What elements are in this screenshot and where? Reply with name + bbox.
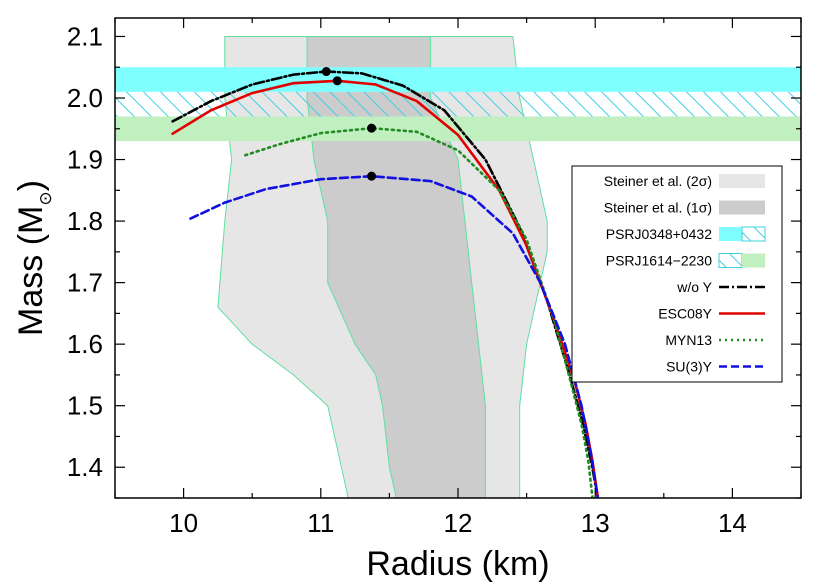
max-point-esc08y xyxy=(332,76,342,86)
legend: Steiner et al. (2σ) Steiner et al. (1σ) PS… xyxy=(571,165,783,383)
x-tick-label: 12 xyxy=(444,508,473,538)
max-point-myn13 xyxy=(367,123,377,133)
x-tick-label: 11 xyxy=(307,508,334,538)
y-tick-label: 1.7 xyxy=(67,268,103,298)
legend-swatch xyxy=(742,253,765,268)
x-tick-label: 14 xyxy=(718,508,747,538)
legend-label: w/o Y xyxy=(676,279,712,295)
legend-label: Steiner et al. (1σ) xyxy=(604,200,712,216)
svg-text:Mass (M⊙): Mass (M⊙) xyxy=(12,180,55,336)
plot-area xyxy=(115,36,801,498)
y-tick-label: 2.0 xyxy=(67,83,103,113)
y-tick-label: 1.9 xyxy=(67,145,103,175)
y-tick-label: 2.1 xyxy=(67,21,103,51)
y-tick-label: 1.6 xyxy=(67,329,103,359)
max-point-w-o-y xyxy=(321,67,331,77)
y-axis-label: Mass (M⊙) xyxy=(12,180,55,336)
x-axis-label: Radius (km) xyxy=(366,545,549,583)
legend-label: MYN13 xyxy=(665,332,712,348)
legend-box xyxy=(571,165,783,383)
y-axis-label-close: ) xyxy=(12,180,50,191)
legend-label: Steiner et al. (2σ) xyxy=(604,173,712,189)
legend-label: ESC08Y xyxy=(658,306,712,322)
y-axis-label-text: Mass (M xyxy=(12,206,50,336)
region-steiner-1sigma xyxy=(306,36,486,498)
y-tick-label: 1.5 xyxy=(67,391,103,421)
band-psrj1614-2230 xyxy=(115,116,801,142)
legend-label: SU(3)Y xyxy=(666,359,713,375)
y-axis-label-sub: ⊙ xyxy=(36,191,55,205)
band-hatch-overlap xyxy=(115,91,801,117)
x-tick-label: 13 xyxy=(581,508,610,538)
legend-label: PSRJ1614−2230 xyxy=(606,253,712,269)
y-tick-label: 1.4 xyxy=(67,452,103,482)
legend-label: PSRJ0348+0432 xyxy=(606,226,712,242)
legend-swatch xyxy=(719,174,765,188)
y-tick-label: 1.8 xyxy=(67,206,103,236)
legend-swatch-hatch xyxy=(718,253,743,268)
axes: 10 11 12 13 14 1.4 1.5 1.6 1.7 1.8 1.9 2.0 2.1 xyxy=(67,17,802,538)
max-point-su-3-y xyxy=(367,171,377,181)
legend-swatch xyxy=(719,200,765,215)
legend-swatch-hatch xyxy=(741,226,766,242)
band-psrj0348-0432 xyxy=(115,67,801,92)
series-line-su-3-y xyxy=(189,174,600,498)
x-tick-label: 10 xyxy=(169,508,198,538)
legend-swatch xyxy=(719,227,742,241)
series-line-myn13 xyxy=(244,126,594,498)
